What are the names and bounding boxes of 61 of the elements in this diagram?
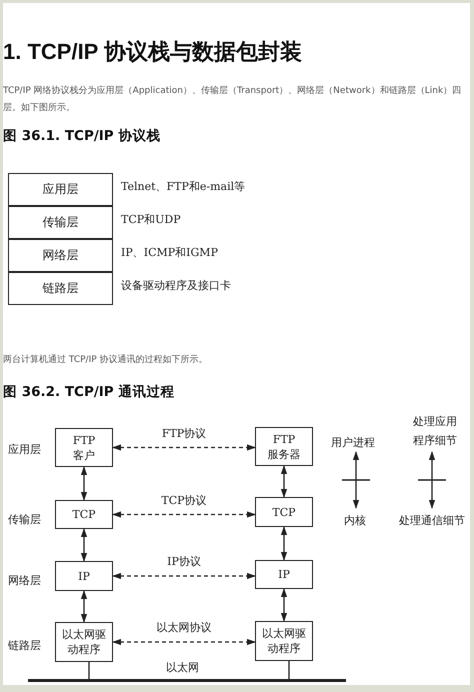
protocol-box: [55, 622, 113, 662]
layer-label: 传输层: [8, 512, 41, 527]
arrow: [280, 465, 288, 498]
edge-label: 以太网协议: [154, 620, 214, 635]
layer-name: 应用层: [42, 181, 78, 198]
box-text: TCP: [72, 507, 96, 522]
layer-description: Telnet、FTP和e-mail等: [121, 179, 246, 194]
bus-label: 以太网: [166, 660, 199, 675]
protocol-box: [255, 497, 313, 527]
dashed-arrow: [112, 638, 256, 646]
box-text: FTP: [72, 432, 96, 448]
annotation-text: 用户进程: [331, 435, 375, 450]
protocol-box: [55, 428, 113, 467]
box-text: 客户: [73, 448, 95, 462]
figure-caption: 图 36.1. TCP/IP 协议栈: [3, 127, 160, 145]
edge-label: IP协议: [165, 554, 203, 569]
dashed-arrow: [112, 511, 256, 518]
arrow: [280, 526, 288, 561]
layer-name: 网络层: [42, 247, 78, 264]
layer-name: 传输层: [42, 214, 78, 231]
layer-cell: [8, 206, 113, 239]
box-text: TCP: [272, 504, 296, 520]
layer-cell: [8, 173, 113, 206]
protocol-box: [255, 427, 313, 466]
figure-caption: 图 36.2. TCP/IP 通讯过程: [3, 383, 174, 401]
body-text: TCP/IP 网络协议栈分为应用层（Application）、传输层（Transport）、网络层（Network）和链路层（Link）四层。如下图所示。: [3, 84, 462, 115]
arrow: [280, 588, 288, 622]
edge-label: TCP协议: [159, 492, 209, 508]
connector-line: [288, 661, 290, 679]
box-text: IP: [278, 567, 290, 582]
box-text: 以太网驱动程序: [262, 626, 306, 656]
layer-label: 网络层: [8, 573, 41, 588]
layer-cell: [8, 272, 113, 305]
page-title: 1. TCP/IP 协议栈与数据包封装: [3, 38, 302, 66]
body-text: 两台计算机通过 TCP/IP 协议通讯的过程如下所示。: [3, 354, 208, 366]
arrow: [80, 466, 88, 501]
protocol-box: [55, 561, 113, 591]
dashed-arrow: [112, 444, 256, 451]
box-text: FTP: [272, 432, 296, 446]
box-text: 服务器: [268, 446, 300, 462]
annotation-text: 处理通信细节: [399, 513, 465, 528]
layer-cell: [8, 239, 113, 272]
layer-description: TCP和UDP: [121, 212, 181, 227]
arrow: [80, 528, 88, 562]
protocol-box: [55, 500, 113, 529]
arrow: [80, 590, 88, 623]
ethernet-bus: [28, 679, 346, 682]
dashed-arrow: [112, 572, 256, 580]
connector-line: [88, 662, 90, 679]
protocol-box: [255, 560, 313, 589]
annotation-text: 内核: [344, 513, 366, 528]
layer-label: 应用层: [8, 442, 41, 457]
layer-description: IP、ICMP和IGMP: [121, 245, 218, 260]
edge-label: FTP协议: [160, 426, 208, 440]
box-text: 以太网驱动程序: [62, 627, 106, 657]
box-text: IP: [78, 568, 90, 584]
layer-description: 设备驱动程序及接口卡: [121, 278, 231, 293]
layer-name: 链路层: [42, 280, 78, 297]
annotation-text: 处理应用程序细节: [412, 414, 458, 449]
layer-label: 链路层: [8, 638, 41, 653]
protocol-box: [255, 621, 313, 661]
